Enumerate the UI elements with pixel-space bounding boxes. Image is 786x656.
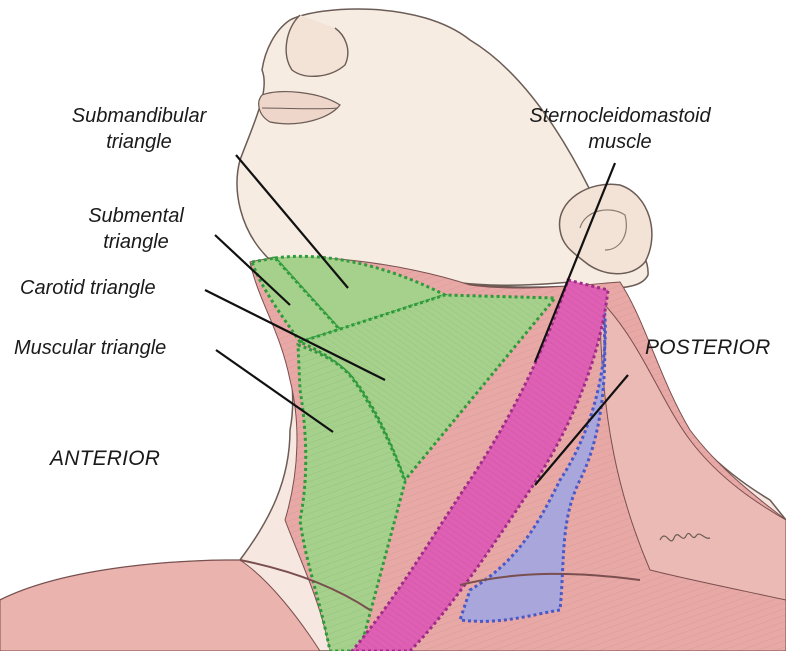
label-submandibular-line1: Submandibular: [24, 103, 254, 129]
label-carotid: Carotid triangle: [20, 275, 156, 301]
label-submental-line1: Submental: [66, 203, 206, 229]
label-submandibular: Submandibular triangle: [24, 103, 254, 155]
label-sternocleidomastoid: Sternocleidomastoid muscle: [500, 103, 740, 155]
label-submandibular-line2: triangle: [24, 129, 254, 155]
label-scm-line2: muscle: [500, 129, 740, 155]
label-muscular: Muscular triangle: [14, 335, 166, 361]
label-posterior: POSTERIOR: [645, 335, 770, 361]
label-anterior: ANTERIOR: [50, 446, 160, 472]
label-scm-line1: Sternocleidomastoid: [500, 103, 740, 129]
label-submental: Submental triangle: [66, 203, 206, 255]
label-submental-line2: triangle: [66, 229, 206, 255]
